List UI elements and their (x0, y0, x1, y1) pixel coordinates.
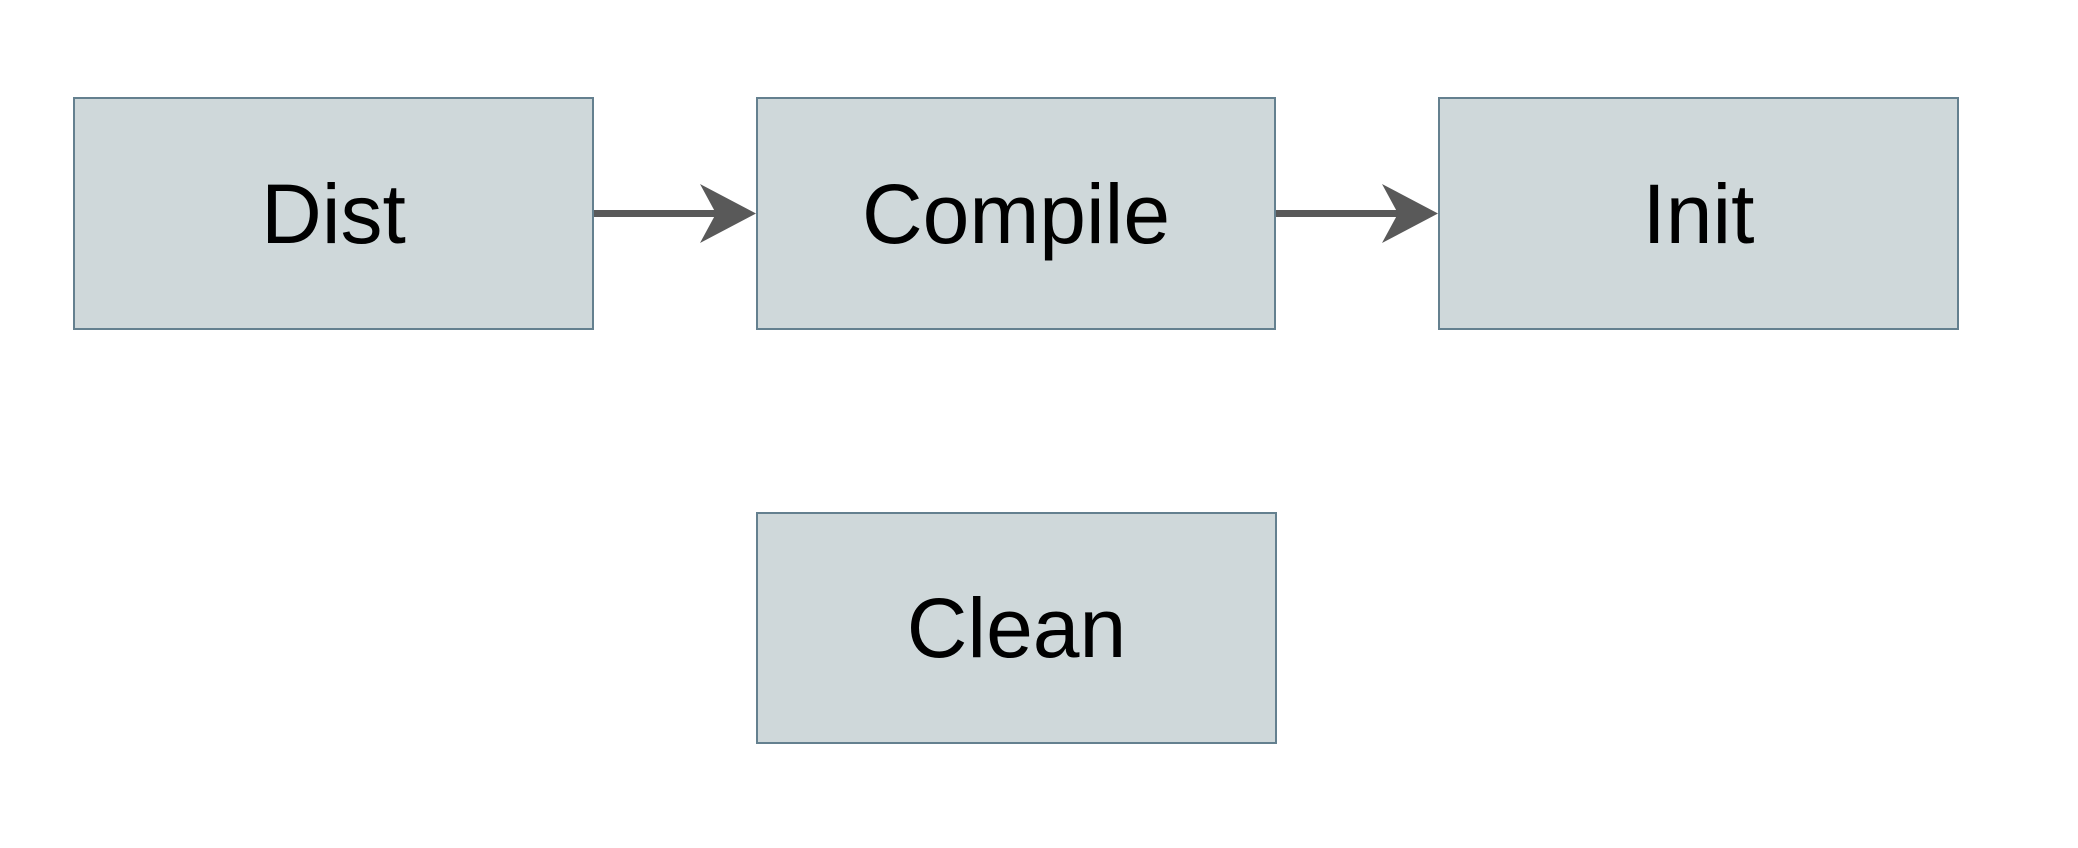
arrow-dist-to-compile (594, 184, 756, 243)
node-init[interactable]: Init (1438, 97, 1959, 330)
node-clean[interactable]: Clean (756, 512, 1277, 744)
node-dist[interactable]: Dist (73, 97, 594, 330)
node-dist-label: Dist (261, 166, 406, 261)
node-compile-label: Compile (861, 166, 1171, 261)
node-init-label: Init (1642, 166, 1755, 261)
arrow-compile-to-init (1276, 184, 1438, 243)
node-compile[interactable]: Compile (756, 97, 1276, 330)
node-clean-label: Clean (906, 581, 1127, 675)
